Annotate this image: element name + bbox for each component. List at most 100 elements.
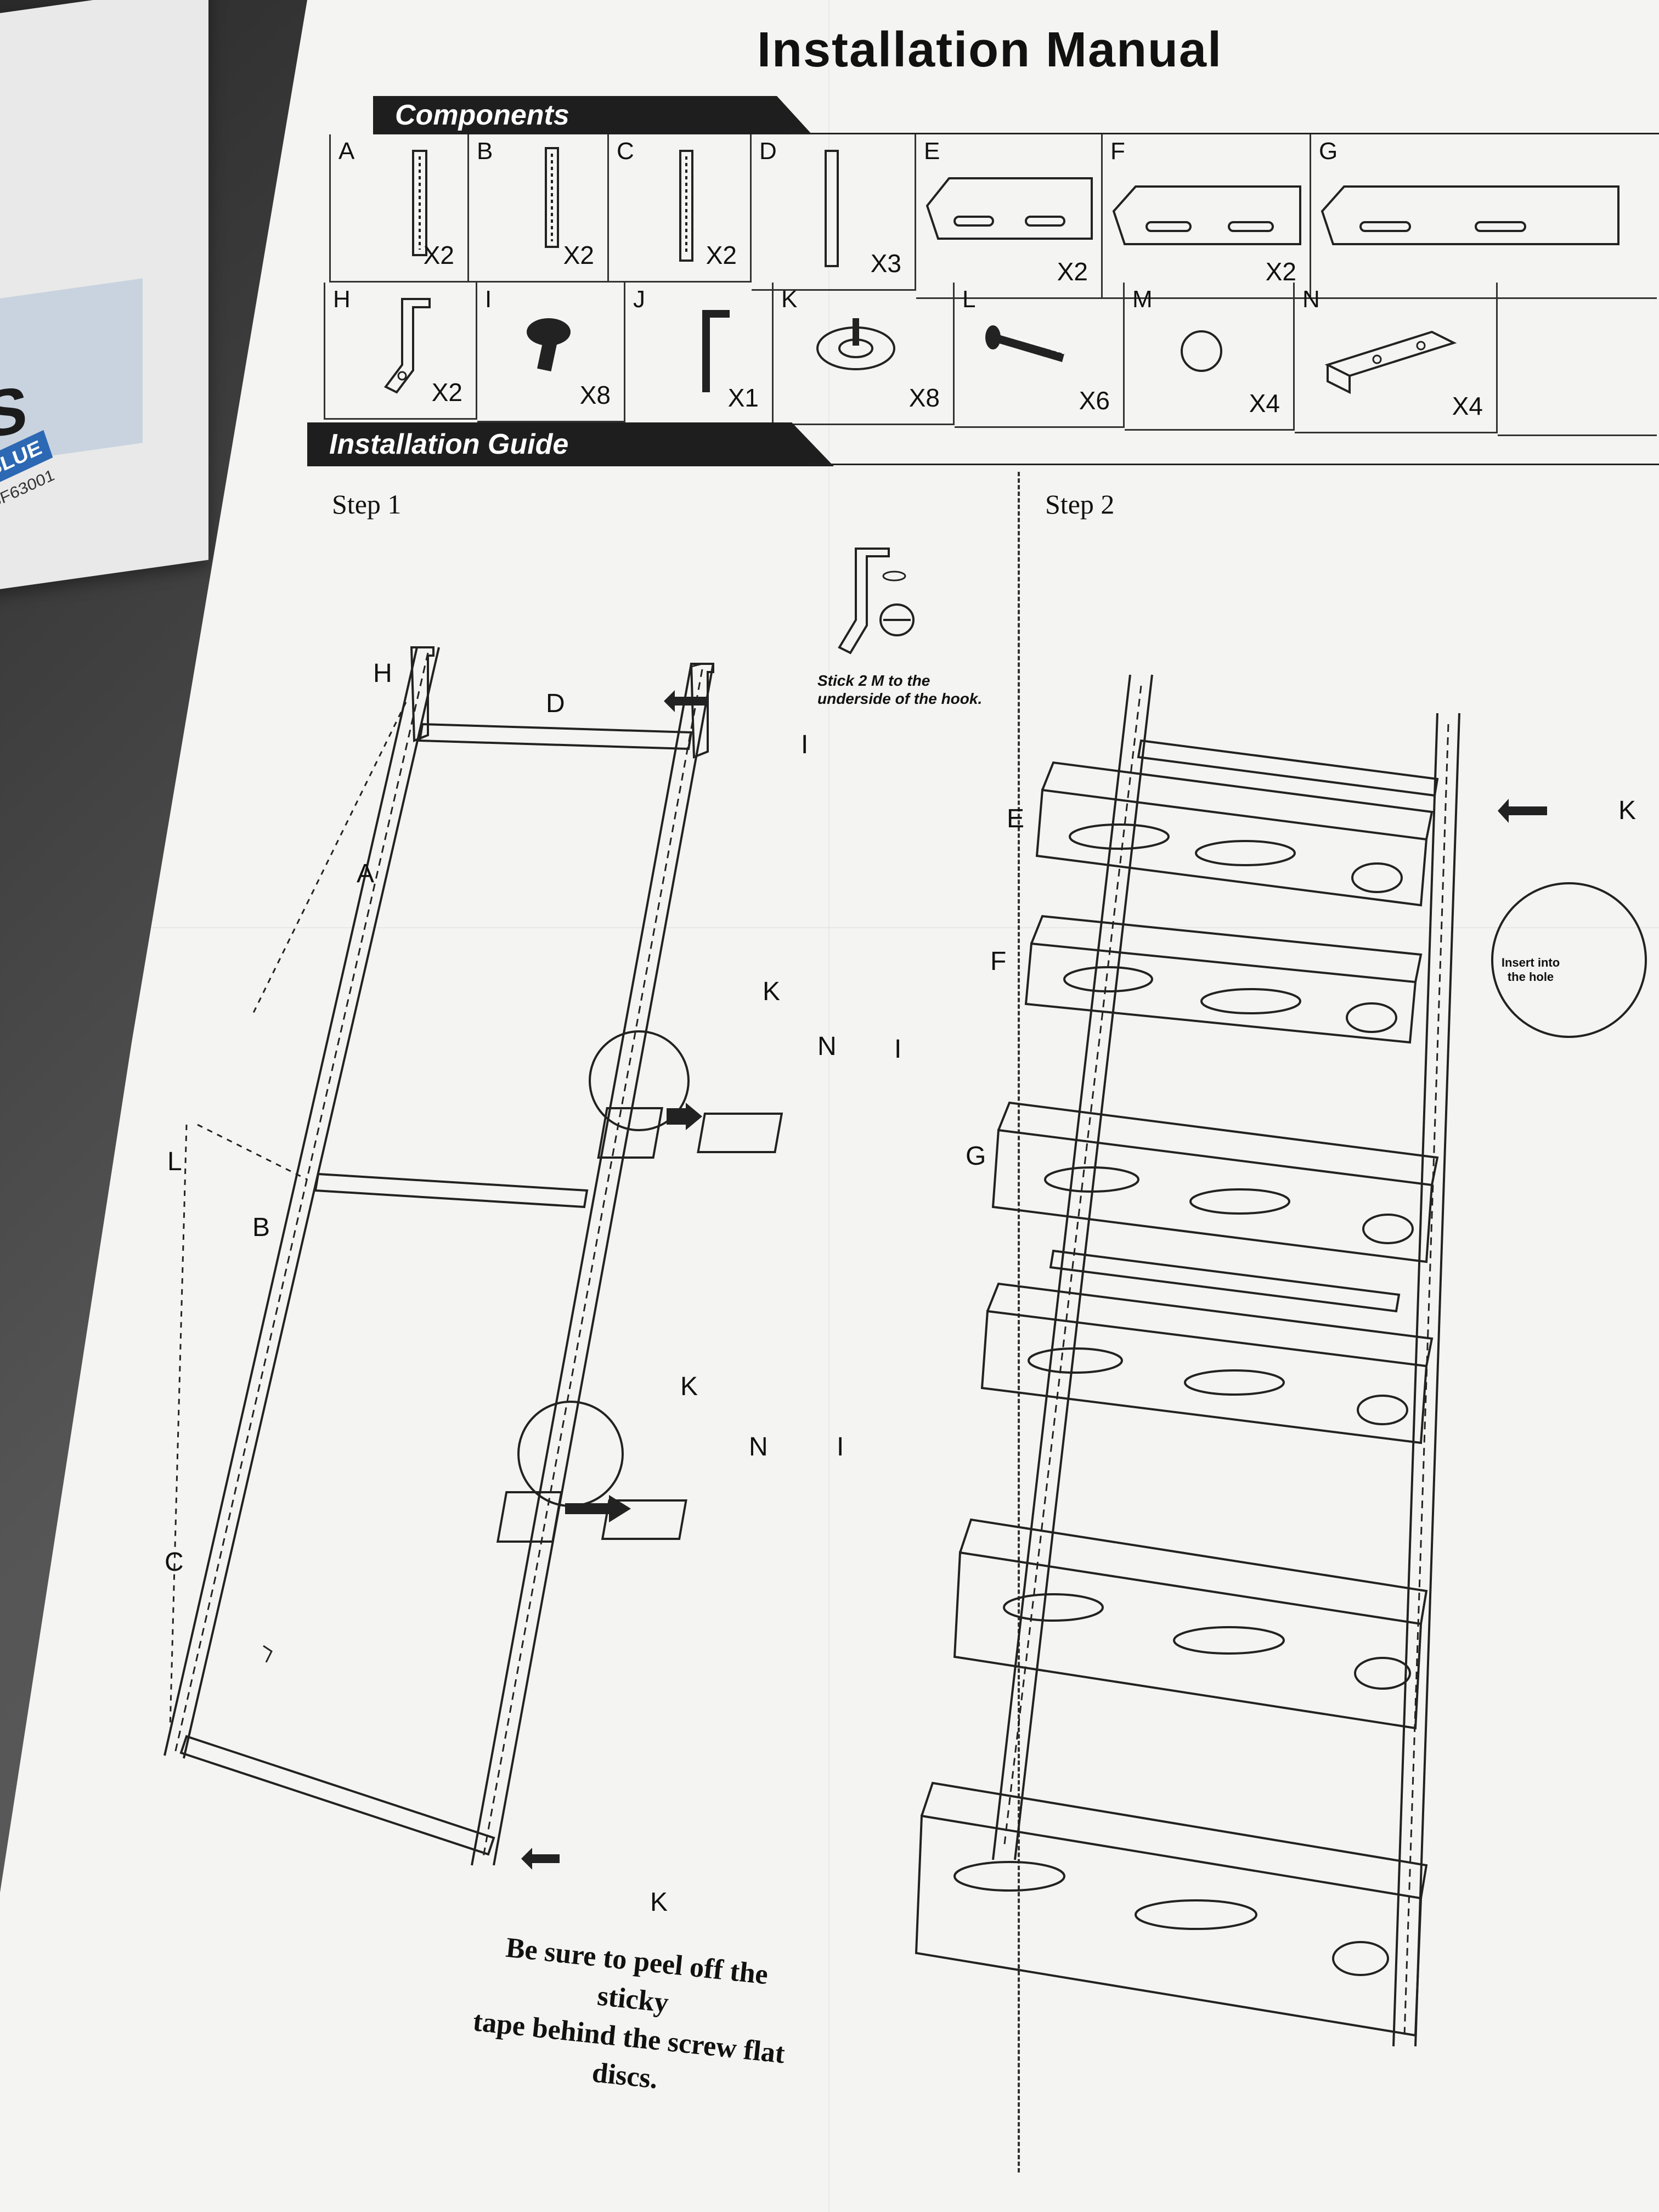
label-i2: I	[837, 1432, 844, 1462]
component-qty: X2	[563, 241, 594, 269]
step-divider	[1018, 472, 1020, 2172]
component-qty: X2	[706, 241, 737, 269]
component-letter: I	[485, 286, 492, 313]
basket-icon	[926, 177, 1093, 240]
sticker-circle-icon	[1181, 330, 1222, 372]
component-letter: M	[1132, 286, 1153, 313]
hook-note-line2: underside of the hook.	[817, 690, 983, 707]
manual-title: Installation Manual	[757, 22, 1223, 77]
component-b: B X2	[469, 134, 609, 283]
components-rule	[790, 133, 1659, 134]
components-heading: Components	[373, 96, 812, 134]
label-n2: N	[749, 1432, 768, 1462]
installation-guide-heading: Installation Guide	[307, 422, 834, 466]
component-letter: J	[633, 286, 645, 313]
fold-crease-vertical	[828, 0, 830, 2212]
component-letter: D	[759, 138, 777, 165]
label-n1: N	[817, 1032, 837, 1061]
component-g: G	[1311, 134, 1657, 299]
basket-icon	[1112, 185, 1301, 245]
label-i: I	[801, 730, 809, 759]
background-box: S BLUE VBF63001	[0, 0, 208, 592]
component-l: L X6	[955, 283, 1125, 428]
component-qty: X8	[579, 381, 611, 409]
step1-frame-illustration	[159, 631, 783, 1870]
label-e: E	[1007, 804, 1025, 833]
label-g: G	[966, 1142, 986, 1171]
component-qty: X1	[727, 383, 759, 412]
hook-detail-illustration	[838, 548, 915, 654]
component-n: N X4	[1295, 283, 1498, 433]
component-h: H X2	[324, 283, 477, 420]
basket-5	[953, 1518, 1428, 1730]
rail-icon	[679, 150, 693, 262]
label-k3: K	[650, 1888, 668, 1917]
basket-g	[991, 1101, 1439, 1263]
component-i: I X8	[477, 283, 625, 422]
component-letter: H	[333, 286, 351, 313]
rail-icon	[412, 150, 427, 256]
basket-e	[1035, 761, 1434, 907]
screw-icon	[527, 318, 571, 372]
label-b: B	[252, 1213, 270, 1242]
basket-4	[980, 1282, 1434, 1444]
component-letter: F	[1110, 138, 1125, 165]
insert-note-line2: the hole	[1507, 970, 1554, 984]
component-c: C X2	[609, 134, 752, 283]
step2-rack-illustration	[915, 674, 1647, 2047]
flat-disc-screw-icon	[816, 318, 895, 370]
component-qty: X4	[1452, 392, 1483, 420]
peel-tape-note: Be sure to peel off the sticky tape behi…	[459, 1925, 803, 2112]
component-qty: X6	[1079, 386, 1110, 415]
component-letter: N	[1302, 286, 1320, 313]
component-qty: X2	[431, 378, 462, 407]
component-empty-cell	[1498, 283, 1657, 436]
label-f: F	[990, 947, 1007, 976]
hook-icon	[383, 298, 431, 394]
basket-6	[915, 1781, 1428, 2037]
components-grid: A X2 B X2 C X2 D X3 E X2 F X2	[324, 126, 1657, 436]
hook-note-line1: Stick 2 M to the	[817, 672, 930, 689]
component-d: D X3	[752, 134, 916, 291]
label-k: K	[1618, 796, 1637, 825]
label-a: A	[357, 859, 375, 888]
insert-note: Insert into the hole	[1492, 956, 1569, 984]
label-i1: I	[894, 1035, 902, 1064]
component-letter: E	[924, 138, 940, 165]
hex-key-icon	[702, 310, 730, 392]
component-qty: X4	[1249, 389, 1280, 417]
component-e: E X2	[916, 134, 1103, 299]
guide-rule	[806, 464, 1659, 465]
component-letter: C	[617, 138, 634, 165]
connector-bracket-icon	[1324, 330, 1457, 394]
component-qty: X8	[909, 383, 940, 412]
bar-icon	[825, 150, 839, 267]
component-letter: L	[962, 286, 976, 313]
label-k1: K	[763, 977, 781, 1006]
component-qty: X2	[1265, 257, 1296, 286]
basket-f	[1024, 915, 1423, 1044]
component-letter: K	[781, 286, 798, 313]
component-j: J X1	[625, 283, 774, 425]
component-qty: X2	[423, 241, 454, 269]
bolt-icon	[985, 325, 1065, 362]
component-letter: G	[1319, 138, 1338, 165]
step2-label: Step 2	[1045, 489, 1115, 520]
component-letter: A	[338, 138, 355, 165]
component-qty: X2	[1057, 257, 1088, 286]
rail-icon	[545, 147, 559, 248]
step1-label: Step 1	[332, 489, 402, 520]
component-m: M X4	[1125, 283, 1295, 431]
component-k: K X8	[774, 283, 955, 425]
label-k2: K	[680, 1372, 698, 1401]
insert-note-line1: Insert into	[1501, 956, 1560, 969]
component-qty: X3	[870, 249, 901, 278]
label-l: L	[167, 1147, 182, 1176]
basket-icon	[1321, 185, 1620, 245]
component-f: F X2	[1103, 134, 1311, 299]
component-letter: B	[477, 138, 493, 165]
label-d: D	[546, 689, 565, 718]
component-a: A X2	[329, 134, 469, 283]
label-h: H	[373, 659, 392, 688]
